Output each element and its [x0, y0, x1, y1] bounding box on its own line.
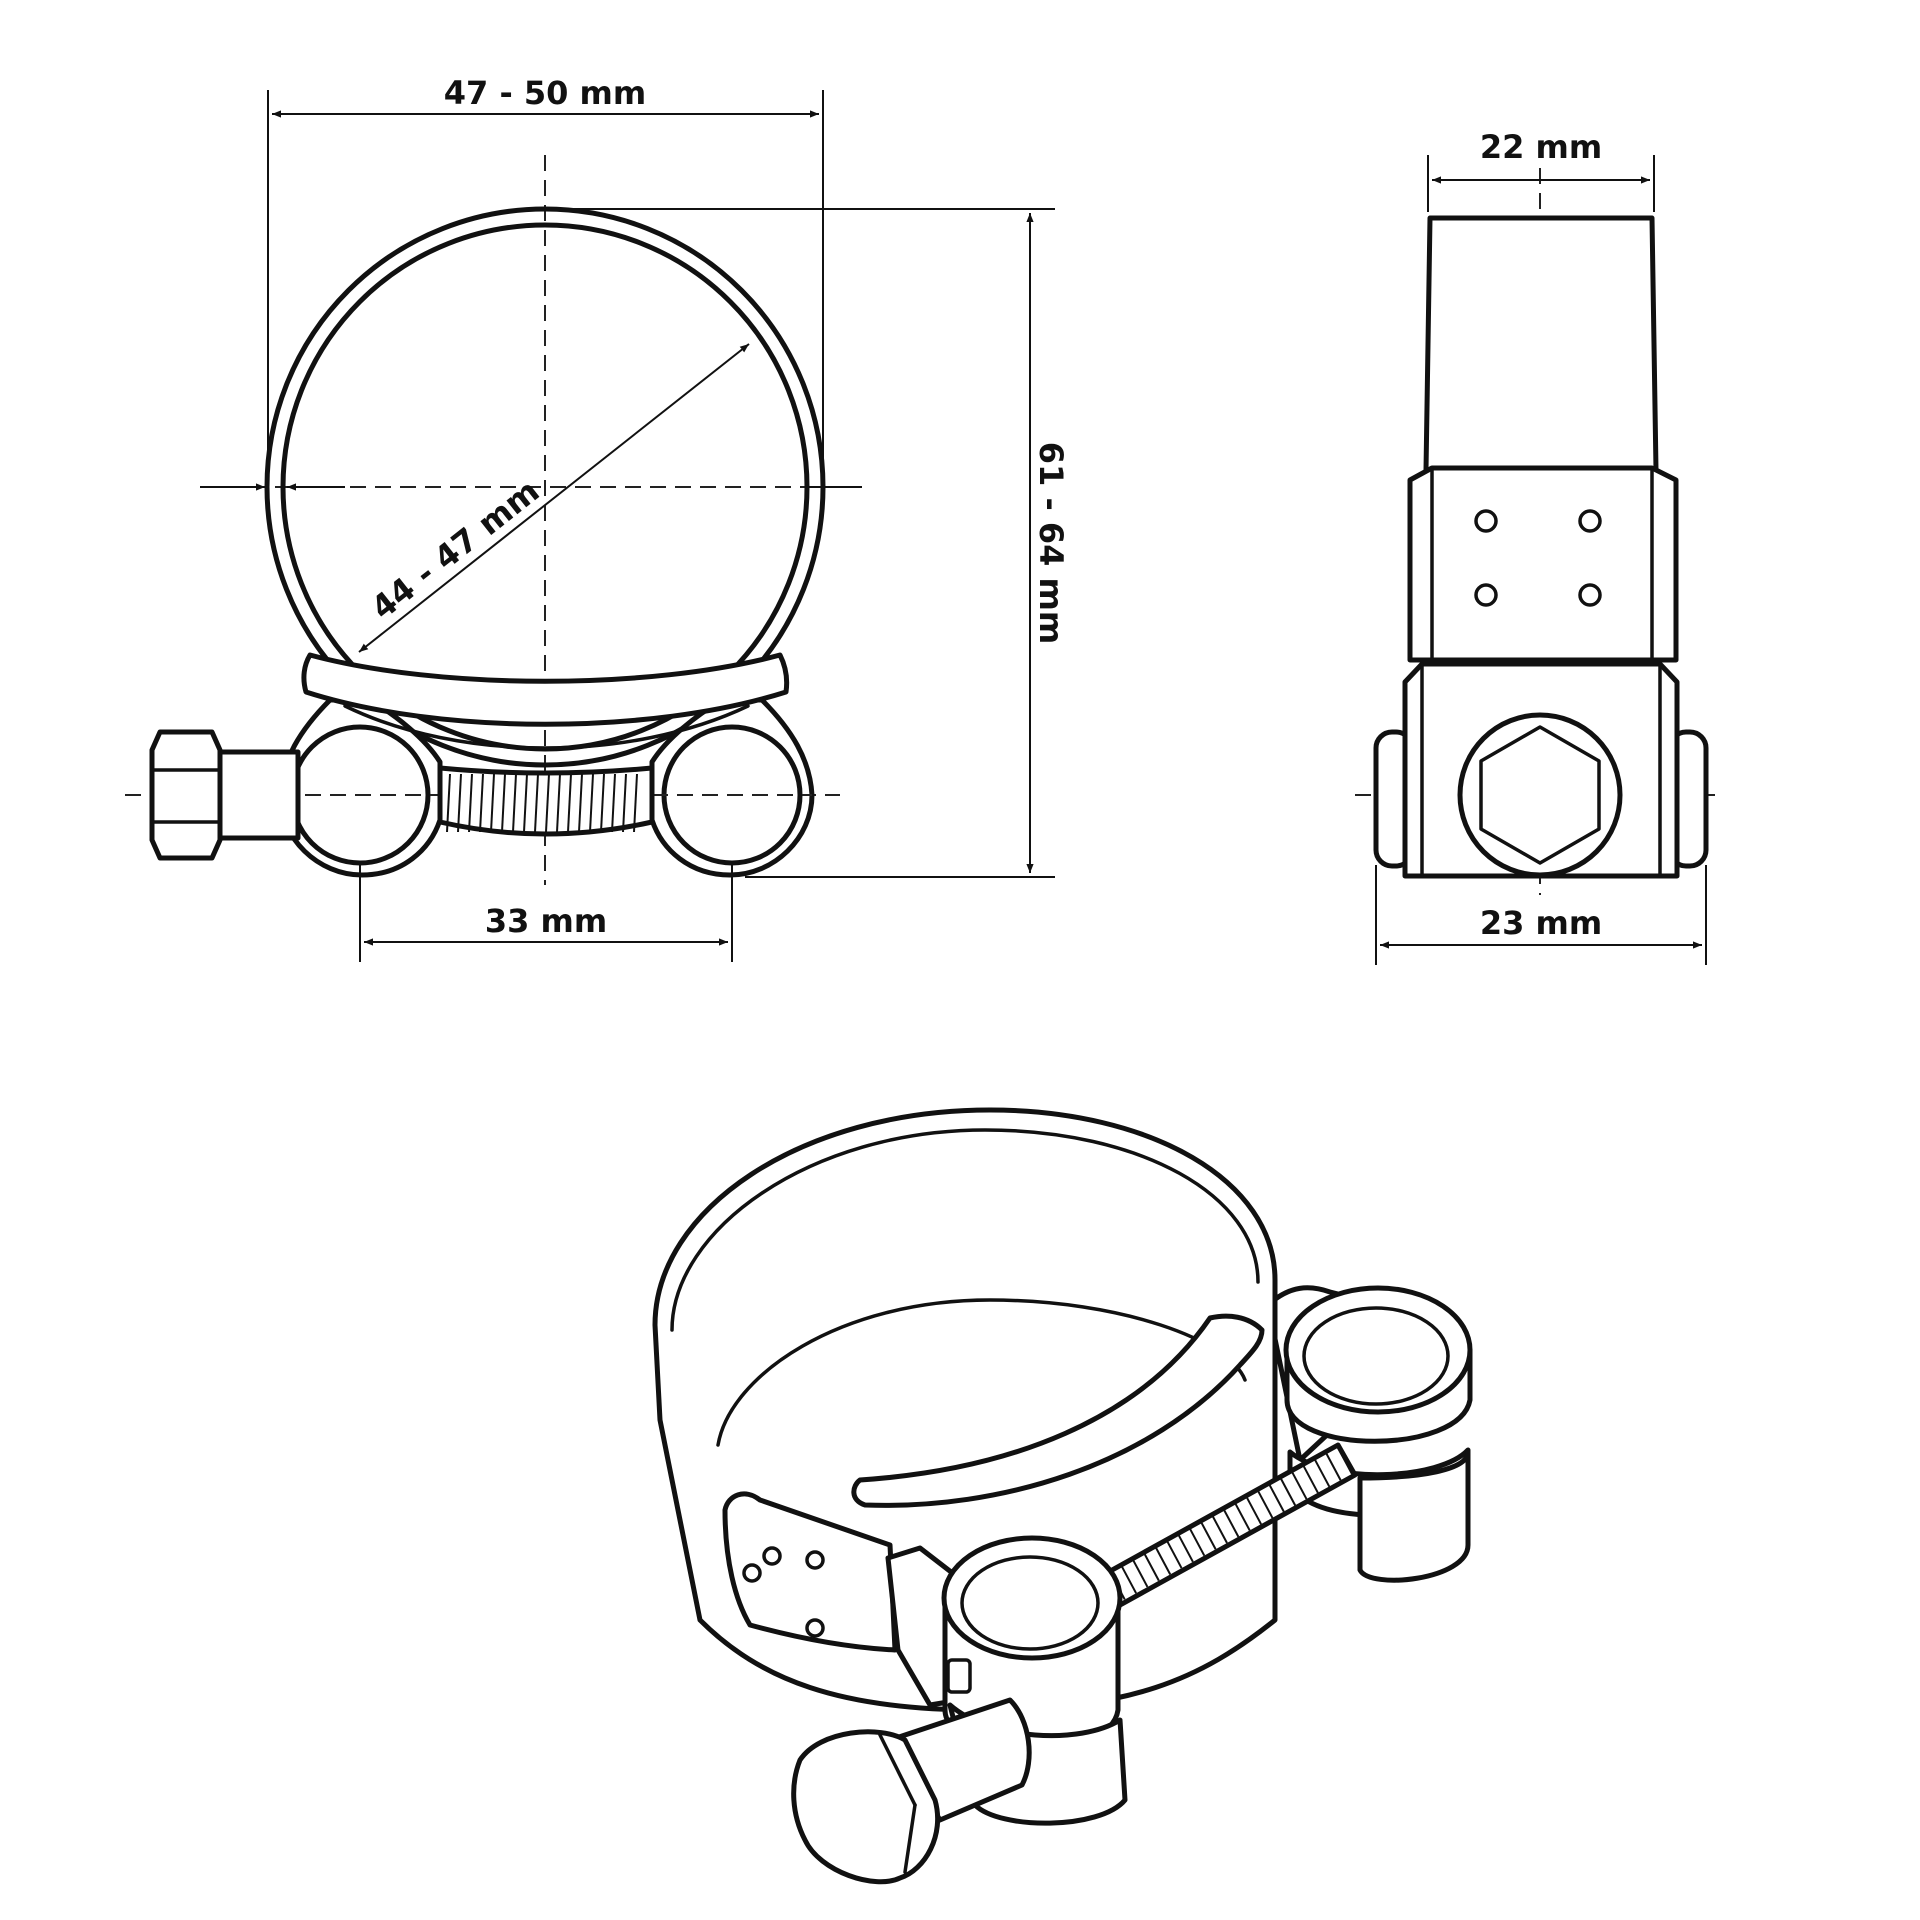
thread-line	[600, 773, 605, 833]
thread-line	[479, 773, 484, 833]
iso-hex-edge-2	[903, 1803, 917, 1874]
iso-rear-trunnion-top-inner	[1302, 1306, 1450, 1406]
thread-line	[1301, 1462, 1319, 1494]
rivet-hole-2	[1578, 509, 1602, 533]
rivet-hole-1	[1474, 509, 1498, 533]
thread-line	[633, 773, 638, 833]
thread-line	[512, 773, 517, 833]
isometric-view	[652, 1107, 1473, 1885]
dim-outer-width-label: 47 - 50 mm	[444, 74, 646, 112]
thread-line	[501, 773, 506, 833]
dim-bolt-spacing-label: 33 mm	[485, 902, 607, 940]
thread-line	[534, 773, 539, 833]
bridge-saddle	[301, 652, 790, 727]
iso-hex-edge-1	[878, 1733, 917, 1807]
bolt-shank	[215, 749, 301, 841]
thread-line	[1187, 1525, 1206, 1557]
thread-line	[1335, 1443, 1353, 1475]
thread-line	[622, 773, 627, 833]
hex-bolt-head	[149, 729, 223, 861]
dim-inner-diameter-label: 44 - 47 mm	[364, 472, 546, 627]
thread-line	[1221, 1506, 1240, 1538]
thread-line	[1130, 1556, 1149, 1588]
iso-lock-tab	[946, 1658, 972, 1694]
front-view	[125, 155, 860, 885]
thread-line	[1176, 1531, 1194, 1563]
iso-riveted-plate	[722, 1491, 898, 1653]
thread-line	[446, 773, 451, 833]
thread-line	[567, 773, 572, 833]
thread-line	[490, 773, 495, 833]
thread-line	[578, 773, 583, 833]
thread-line	[1119, 1562, 1137, 1594]
dim-inner-diameter: 44 - 47 mm	[358, 343, 750, 653]
thread-line	[468, 773, 473, 833]
thread-line	[1266, 1481, 1285, 1513]
side-view	[1355, 168, 1715, 895]
thread-line	[1198, 1518, 1217, 1550]
rivet-hole-4	[1578, 583, 1602, 607]
thread-line	[457, 773, 462, 833]
iso-rivet-hole-2	[762, 1546, 782, 1566]
dim-band-width-label: 22 mm	[1480, 128, 1602, 166]
thread-line	[1232, 1499, 1251, 1531]
dim-overall-height-label: 61 - 64 mm	[1032, 442, 1070, 644]
hex-outline-end-view	[1479, 725, 1601, 865]
dim-bolt-spacing: 33 mm	[359, 865, 733, 962]
band-side	[1423, 215, 1659, 473]
thread-line	[1153, 1543, 1172, 1575]
thread-lines-front	[446, 773, 638, 833]
thread-line	[1312, 1456, 1331, 1488]
thread-line	[545, 773, 550, 833]
iso-band-inner-top	[670, 1128, 1260, 1332]
thread-line	[1210, 1512, 1228, 1544]
thread-line	[1278, 1474, 1297, 1506]
iso-rivet-hole-4	[805, 1618, 825, 1638]
thread-line	[1141, 1550, 1160, 1582]
thread-line	[1164, 1537, 1183, 1569]
dim-outer-width: 47 - 50 mm	[200, 74, 862, 510]
lower-body-side	[1402, 661, 1680, 879]
dim-body-width: 23 mm	[1375, 865, 1707, 965]
iso-rivet-hole-3	[805, 1550, 825, 1570]
thread-line	[556, 773, 561, 833]
rivet-hole-3	[1474, 583, 1498, 607]
thread-line	[1289, 1468, 1308, 1500]
iso-rear-lower-cap	[1357, 1449, 1471, 1583]
thread-line	[1244, 1493, 1262, 1525]
iso-front-trunnion-top-inner	[960, 1555, 1100, 1651]
iso-band-overlap	[851, 1313, 1265, 1508]
dim-band-width: 22 mm	[1427, 128, 1655, 212]
dim-body-width-label: 23 mm	[1480, 904, 1602, 942]
iso-rivet-hole-1	[742, 1563, 762, 1583]
dim-overall-height: 61 - 64 mm	[545, 208, 1070, 878]
thread-line	[611, 773, 616, 833]
thread-line	[1323, 1449, 1342, 1481]
thread-line	[1255, 1487, 1274, 1519]
thread-line	[523, 773, 528, 833]
bridge-inner-arc	[343, 704, 750, 750]
thread-line	[589, 773, 594, 833]
clamp-block-side	[1407, 465, 1679, 663]
bolt-head-end-view	[1457, 712, 1623, 878]
dim-inner-diameter-line	[358, 343, 750, 653]
iso-hex-bolt-head	[791, 1729, 941, 1885]
